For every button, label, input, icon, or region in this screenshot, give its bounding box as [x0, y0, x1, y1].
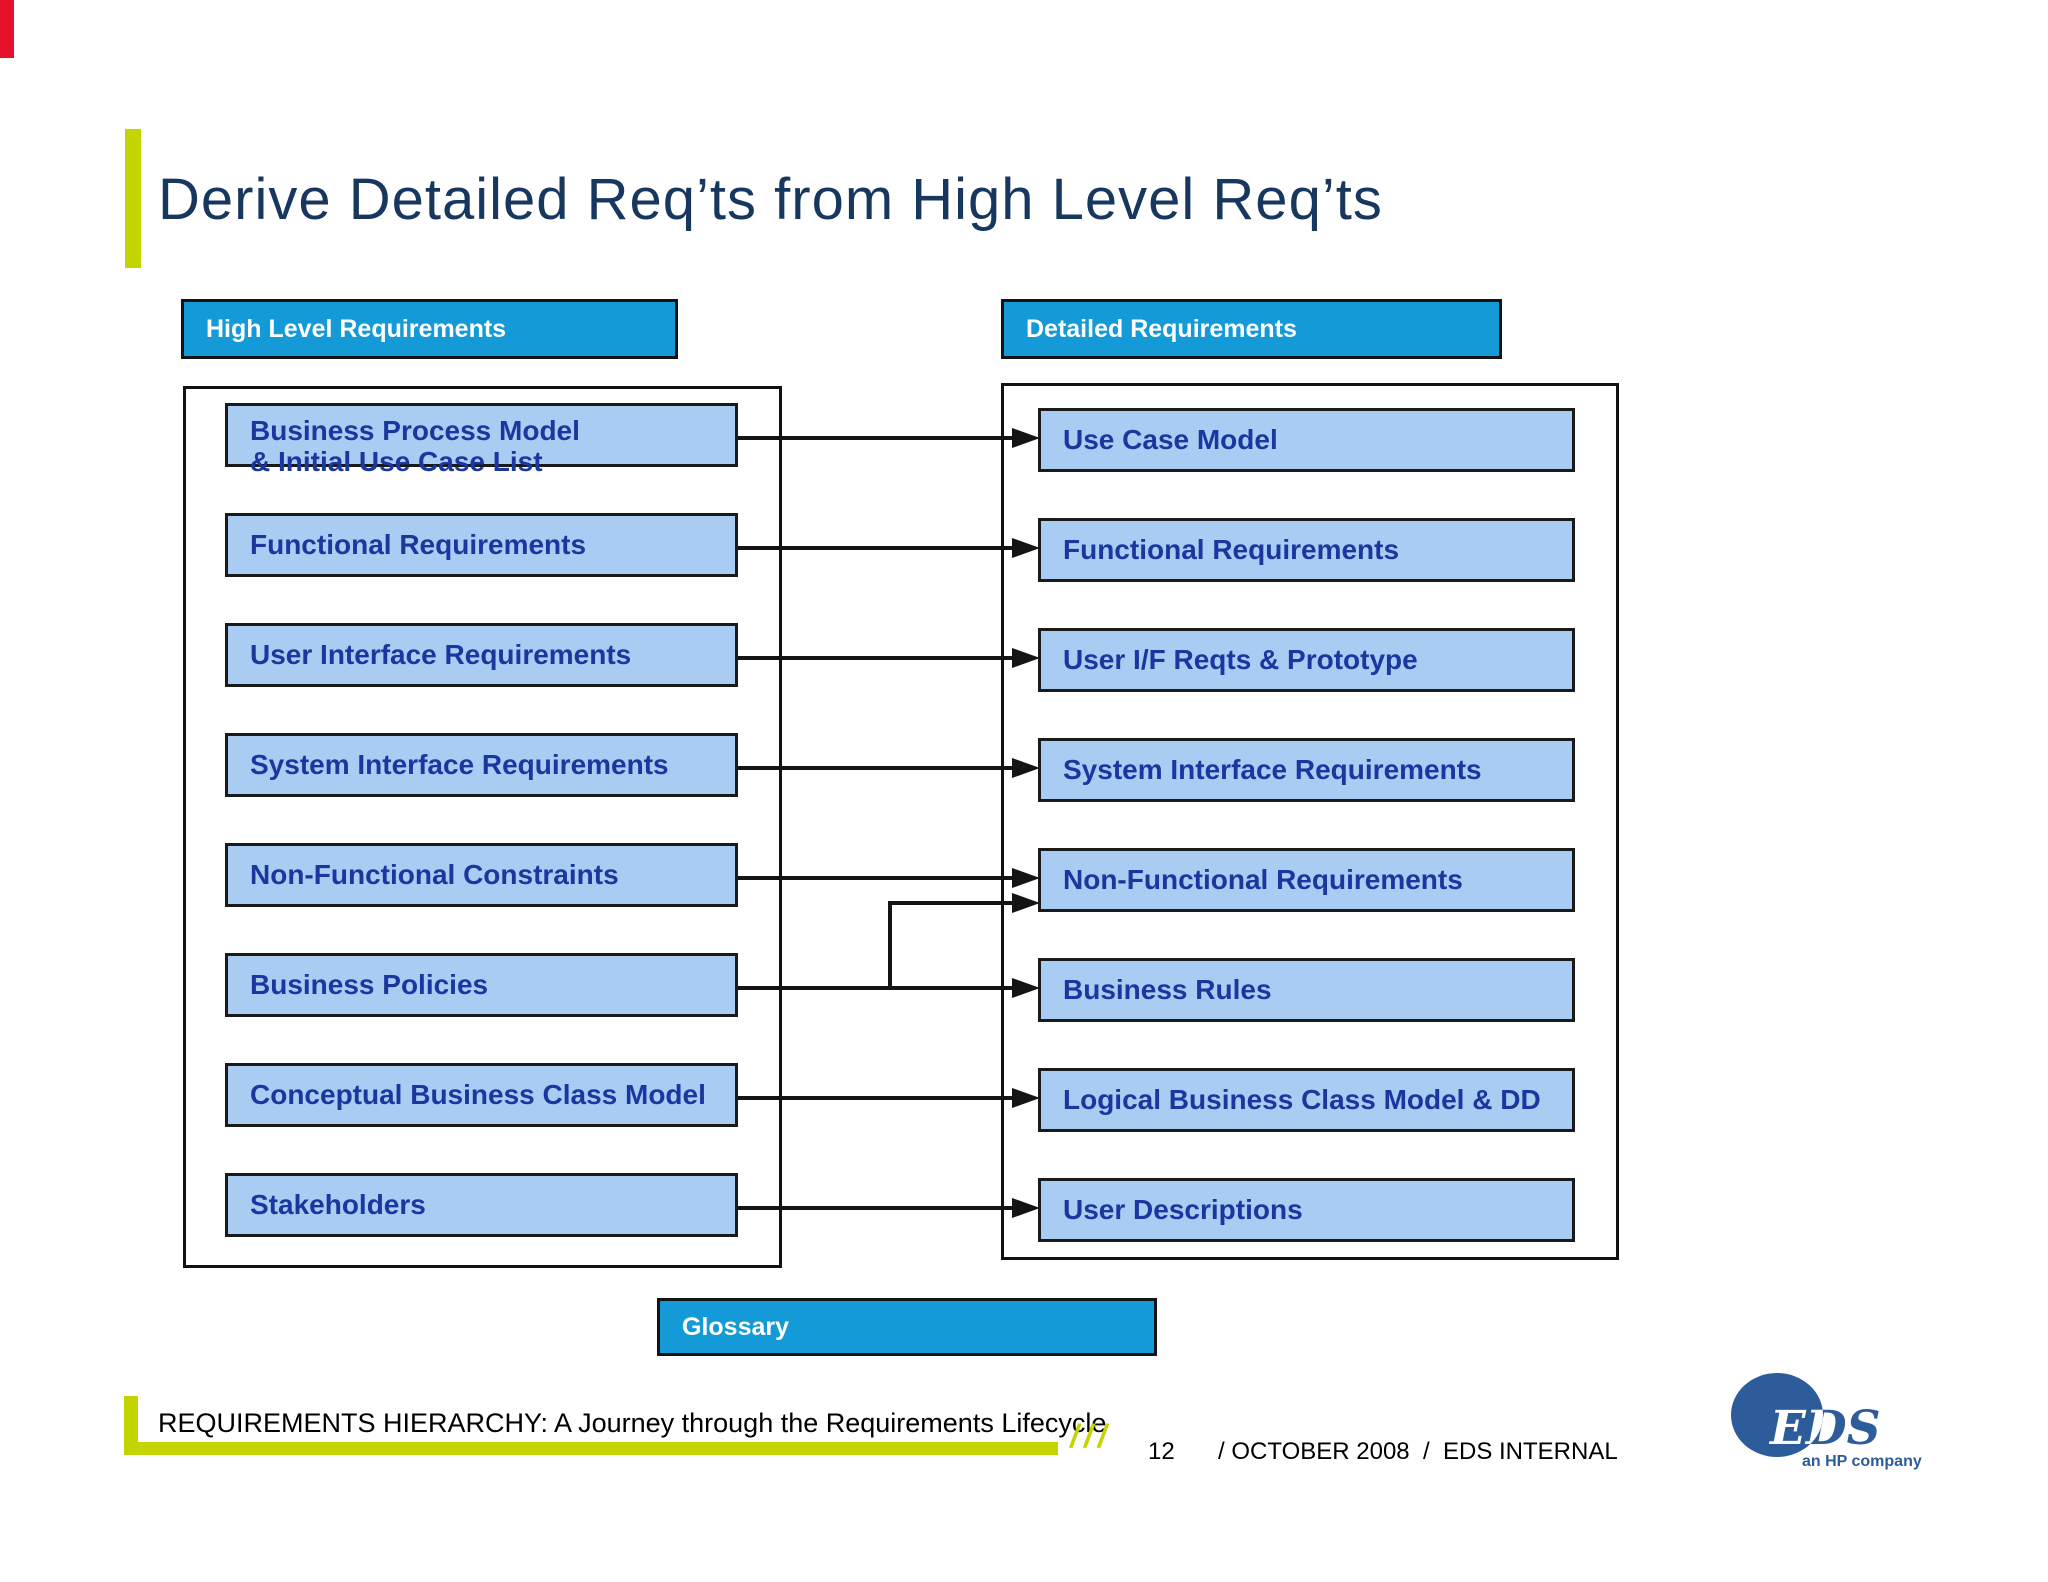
- box-user-if-reqts-prototype: User I/F Reqts & Prototype: [1038, 628, 1575, 692]
- footer-title: REQUIREMENTS HIERARCHY: A Journey throug…: [158, 1408, 1107, 1438]
- box-business-process-model: Business Process Model & Initial Use Cas…: [225, 403, 738, 477]
- box-non-functional-constraints: Non-Functional Constraints: [225, 843, 738, 907]
- eds-logo: EDS EDS an HP company: [1731, 1373, 1922, 1470]
- column-header-high-level: High Level Requirements: [181, 299, 678, 359]
- footer-accent-bar-vertical: [124, 1396, 138, 1455]
- arrow-row-7: [738, 1088, 1040, 1108]
- box-user-interface-requirements: User Interface Requirements: [225, 623, 738, 687]
- box-stakeholders: Stakeholders: [225, 1173, 738, 1237]
- slide-title: Derive Detailed Req’ts from High Level R…: [158, 167, 1383, 232]
- footer-meta: / OCTOBER 2008 / EDS INTERNAL: [1218, 1438, 1618, 1465]
- eds-logo-text: EDS: [1768, 1401, 1881, 1456]
- arrow-row-8: [738, 1198, 1040, 1218]
- box-user-descriptions: User Descriptions: [1038, 1178, 1575, 1242]
- arrow-row-2: [738, 538, 1040, 558]
- column-header-detailed: Detailed Requirements: [1001, 299, 1502, 359]
- page-number: 12: [1148, 1438, 1175, 1465]
- eds-logo-circle: [1731, 1373, 1823, 1457]
- arrow-row-1: [738, 428, 1040, 448]
- box-business-rules: Business Rules: [1038, 958, 1575, 1022]
- eds-logo-tagline: an HP company: [1802, 1453, 1922, 1470]
- box-functional-requirements-right: Functional Requirements: [1038, 518, 1575, 582]
- footer-accent-bar: [124, 1442, 1058, 1455]
- arrow-row-4: [738, 758, 1040, 778]
- glossary-box: Glossary: [657, 1298, 1157, 1356]
- box-logical-business-class-model-dd: Logical Business Class Model & DD: [1038, 1068, 1575, 1132]
- arrow-row-3: [738, 648, 1040, 668]
- box-functional-requirements-left: Functional Requirements: [225, 513, 738, 577]
- footer-slashes: ///: [1070, 1418, 1112, 1454]
- box-system-interface-requirements-left: System Interface Requirements: [225, 733, 738, 797]
- box-use-case-model: Use Case Model: [1038, 408, 1575, 472]
- box-conceptual-business-class-model: Conceptual Business Class Model: [225, 1063, 738, 1127]
- red-corner-mark: [0, 0, 14, 58]
- box-system-interface-requirements-right: System Interface Requirements: [1038, 738, 1575, 802]
- title-accent-bar: [125, 129, 141, 268]
- box-business-policies: Business Policies: [225, 953, 738, 1017]
- box-non-functional-requirements: Non-Functional Requirements: [1038, 848, 1575, 912]
- arrow-row-5: [738, 868, 1040, 888]
- arrow-row-6: [738, 978, 1040, 998]
